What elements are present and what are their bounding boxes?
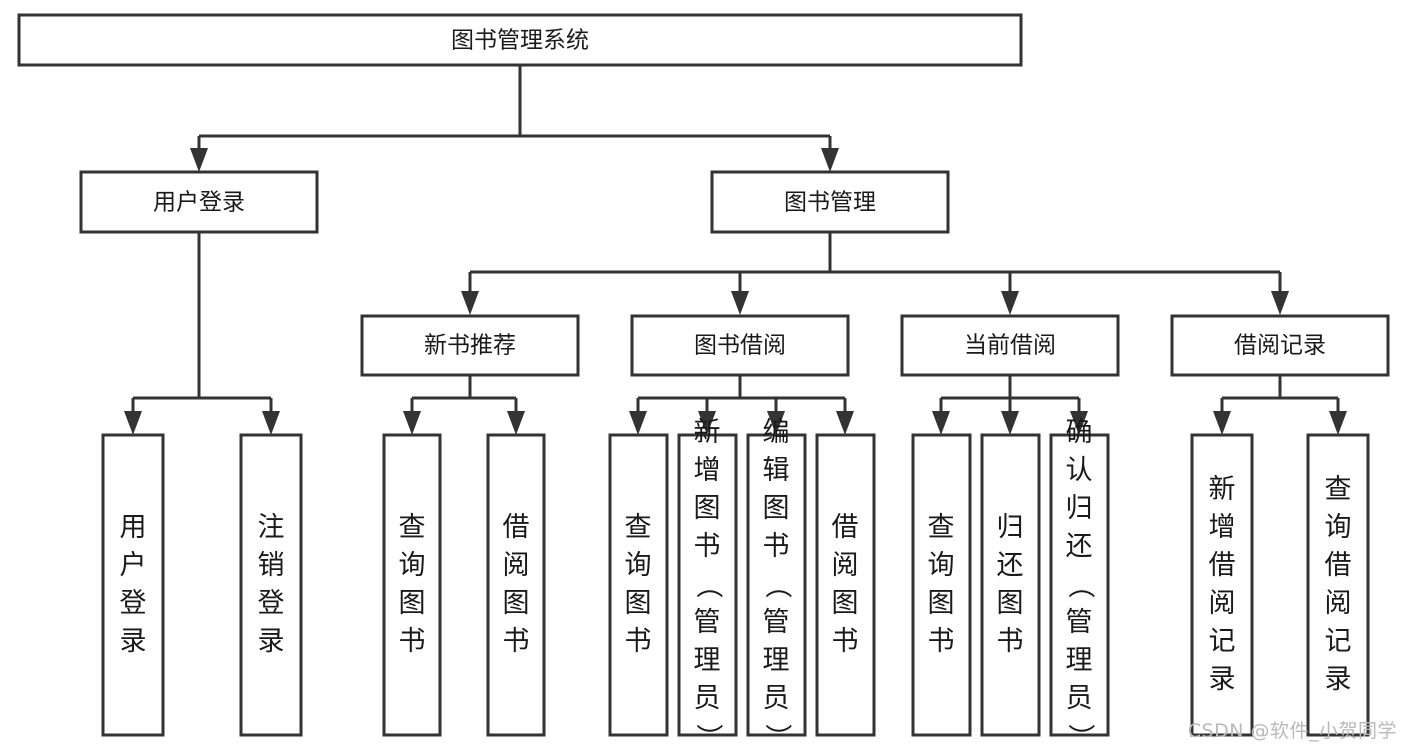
edge-book-mgmt-to-level2 bbox=[461, 232, 1289, 315]
edge-book-borrow-to-leaves bbox=[629, 375, 854, 435]
node-borrow-record-label: 借阅记录 bbox=[1234, 333, 1326, 359]
node-book-borrow[interactable]: 图书借阅 bbox=[630, 314, 850, 377]
node-leaf-add-book-admin[interactable] bbox=[677, 433, 738, 737]
edge-root-to-level1 bbox=[190, 65, 839, 172]
edge-current-borrow-to-leaves bbox=[932, 375, 1088, 435]
node-current-borrow-label: 当前借阅 bbox=[964, 333, 1056, 359]
node-root-label: 图书管理系统 bbox=[451, 28, 589, 54]
node-user-login[interactable]: 用户登录 bbox=[79, 170, 319, 234]
node-leaf-query-borrow-record[interactable] bbox=[1306, 433, 1370, 737]
edge-new-book-rec-to-leaves bbox=[403, 375, 525, 435]
node-book-management-label: 图书管理 bbox=[784, 190, 876, 216]
node-borrow-record[interactable]: 借阅记录 bbox=[1170, 314, 1390, 377]
node-leaf-add-borrow-record[interactable] bbox=[1190, 433, 1254, 737]
node-book-borrow-label: 图书借阅 bbox=[694, 333, 786, 359]
node-root[interactable]: 图书管理系统 bbox=[17, 13, 1023, 67]
node-leaf-borrow-book-1[interactable] bbox=[486, 433, 546, 737]
node-leaf-return-book[interactable] bbox=[980, 433, 1041, 737]
edge-user-login-to-leaves bbox=[124, 232, 280, 435]
node-leaf-confirm-return-admin[interactable] bbox=[1049, 433, 1110, 737]
edge-borrow-record-to-leaves bbox=[1213, 375, 1347, 435]
node-new-book-recommend-label: 新书推荐 bbox=[424, 333, 516, 359]
node-user-login-label: 用户登录 bbox=[153, 190, 245, 216]
node-leaf-query-book-2[interactable] bbox=[608, 433, 669, 737]
node-leaf-query-book-1[interactable] bbox=[382, 433, 442, 737]
node-leaf-borrow-book-2[interactable] bbox=[815, 433, 876, 737]
node-leaf-edit-book-admin[interactable] bbox=[746, 433, 807, 737]
node-book-management[interactable]: 图书管理 bbox=[710, 170, 950, 234]
node-leaf-logout[interactable] bbox=[239, 433, 303, 737]
node-leaf-user-login[interactable] bbox=[101, 433, 165, 737]
node-new-book-recommend[interactable]: 新书推荐 bbox=[360, 314, 580, 377]
node-current-borrow[interactable]: 当前借阅 bbox=[900, 314, 1120, 377]
node-leaf-query-book-3[interactable] bbox=[911, 433, 972, 737]
